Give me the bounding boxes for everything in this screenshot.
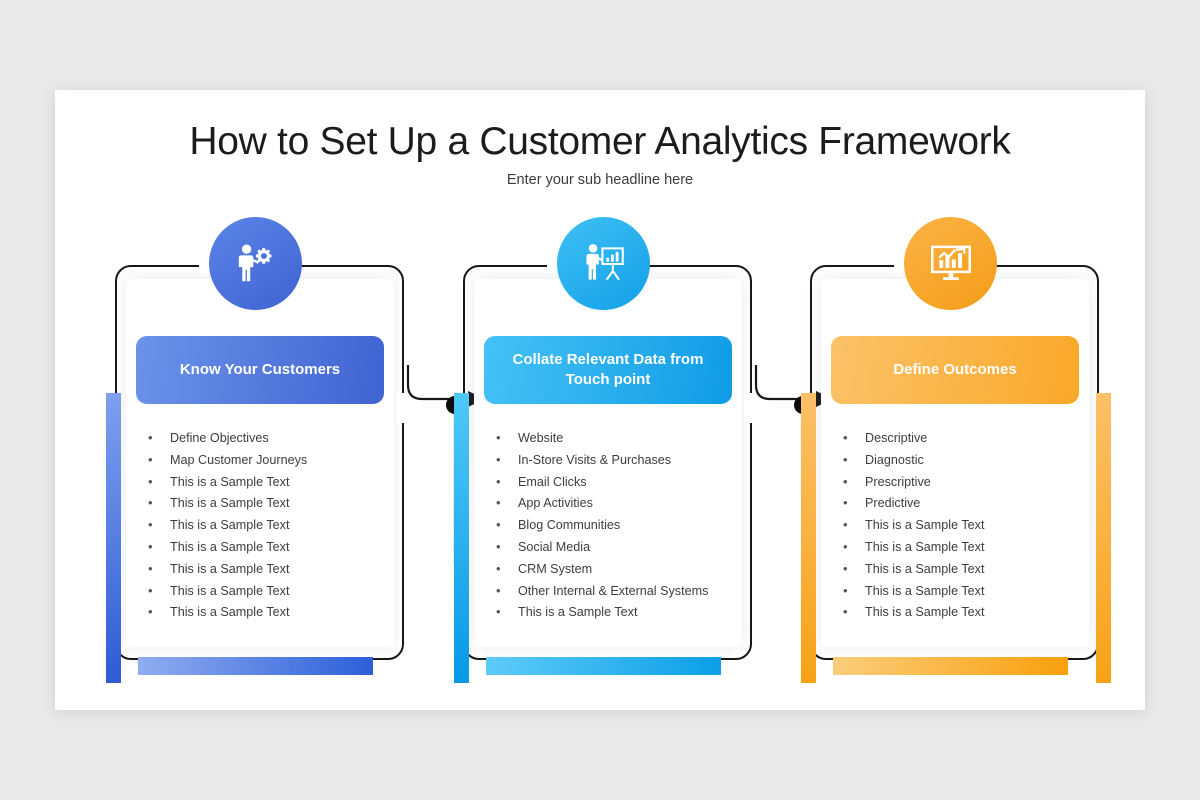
list-item: This is a Sample Text [843, 514, 1093, 537]
list-item: This is a Sample Text [148, 492, 398, 515]
list-item: This is a Sample Text [148, 536, 398, 559]
frame-gap-right [744, 393, 756, 423]
list-item: Website [496, 427, 746, 450]
accent-bar-bottom [486, 657, 721, 675]
list-item: Define Objectives [148, 427, 398, 450]
list-item: Prescriptive [843, 471, 1093, 494]
list-item: This is a Sample Text [148, 471, 398, 494]
accent-bar-bottom [833, 657, 1068, 675]
list-item: This is a Sample Text [843, 580, 1093, 603]
accent-bar-right [1096, 393, 1111, 683]
list-item: Email Clicks [496, 471, 746, 494]
list-item: This is a Sample Text [843, 601, 1093, 624]
accent-bar-left [454, 393, 469, 683]
accent-bar-bottom [138, 657, 373, 675]
list-item: App Activities [496, 492, 746, 515]
step-heading: Collate Relevant Data from Touch point [484, 336, 732, 404]
presenter-chart-icon [557, 217, 650, 310]
list-item: Blog Communities [496, 514, 746, 537]
monitor-growth-chart-icon [904, 217, 997, 310]
step-column-define-outcomes[interactable]: Define Outcomes Descriptive Diagnostic P… [798, 217, 1111, 683]
list-item: In-Store Visits & Purchases [496, 449, 746, 472]
accent-bar-left [106, 393, 121, 683]
page-subtitle: Enter your sub headline here [506, 172, 694, 188]
list-item: Map Customer Journeys [148, 449, 398, 472]
list-item: This is a Sample Text [148, 514, 398, 537]
list-item: This is a Sample Text [148, 558, 398, 581]
accent-bar-left [801, 393, 816, 683]
step-heading: Define Outcomes [831, 336, 1079, 404]
step-column-know-your-customers[interactable]: Know Your Customers Define Objectives Ma… [103, 217, 408, 683]
list-item: CRM System [496, 558, 746, 581]
person-gear-icon [209, 217, 302, 310]
slide-canvas: How to Set Up a Customer Analytics Frame… [55, 90, 1145, 710]
list-item: This is a Sample Text [148, 601, 398, 624]
frame-gap-right [396, 393, 408, 423]
list-item: Other Internal & External Systems [496, 580, 746, 603]
list-item: Diagnostic [843, 449, 1093, 472]
list-item: Descriptive [843, 427, 1093, 450]
list-item: Social Media [496, 536, 746, 559]
step-bullet-list: Website In-Store Visits & Purchases Emai… [496, 427, 746, 624]
list-item: This is a Sample Text [496, 601, 746, 624]
step-bullet-list: Define Objectives Map Customer Journeys … [148, 427, 398, 624]
step-heading: Know Your Customers [136, 336, 384, 404]
page-title: How to Set Up a Customer Analytics Frame… [189, 120, 1011, 163]
list-item: Predictive [843, 492, 1093, 515]
list-item: This is a Sample Text [148, 580, 398, 603]
list-item: This is a Sample Text [843, 558, 1093, 581]
step-column-collate-relevant-data[interactable]: Collate Relevant Data from Touch point W… [451, 217, 756, 683]
step-bullet-list: Descriptive Diagnostic Prescriptive Pred… [843, 427, 1093, 624]
list-item: This is a Sample Text [843, 536, 1093, 559]
